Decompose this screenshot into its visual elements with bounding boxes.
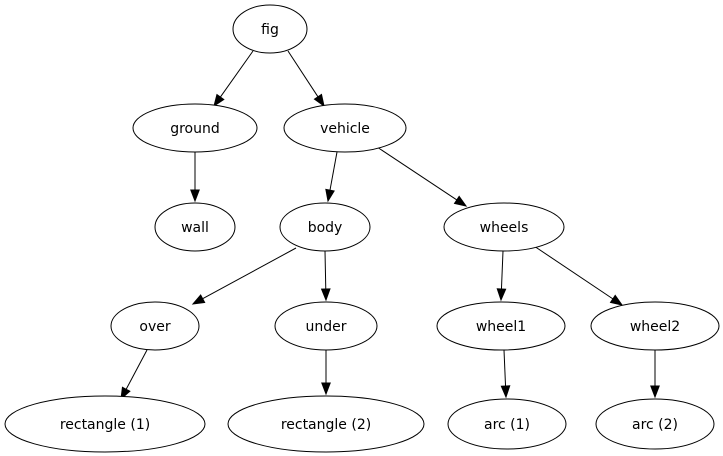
node-ellipse[interactable] [283,103,407,153]
node-ellipse[interactable] [110,301,200,351]
node-ellipse[interactable] [132,103,258,153]
node-ellipse[interactable] [232,4,308,54]
edges-layer [120,50,660,401]
edge-line [503,349,507,387]
graph-node-arc2[interactable]: arc (2) [595,398,715,450]
edge-arrowhead-icon [313,93,325,108]
graph-node-wheel2[interactable]: wheel2 [590,301,720,351]
edge-arrowhead-icon [650,385,660,399]
edge-arrowhead-icon [496,288,507,302]
edge-arrowhead-icon [453,195,468,207]
edge-line [376,146,458,201]
graph-edge [533,245,624,306]
node-ellipse[interactable] [590,301,720,351]
graph-node-body[interactable]: body [279,202,371,252]
edge-arrowhead-icon [190,189,200,203]
graph-node-wall[interactable]: wall [154,202,236,252]
node-ellipse[interactable] [4,395,206,453]
graph-edge [376,146,468,207]
nodes-layer: fig ground vehicle wall body wheels over under w… [4,4,720,453]
graph-node-fig[interactable]: fig [232,4,308,54]
node-ellipse[interactable] [227,395,425,453]
edge-line [287,50,319,98]
edge-line [500,250,504,290]
graph-node-wheels[interactable]: wheels [443,202,565,252]
node-ellipse[interactable] [595,398,715,450]
graph-node-rectangle2[interactable]: rectangle (2) [227,395,425,453]
node-ellipse[interactable] [279,202,371,252]
edge-arrowhead-icon [213,93,225,108]
graph-edge [496,250,507,302]
edge-line [219,50,254,98]
graph-edge [120,349,148,401]
edge-line [324,250,327,290]
edge-arrowhead-icon [325,188,335,203]
edge-arrowhead-icon [609,294,624,306]
graph-node-arc1[interactable]: arc (1) [447,398,567,450]
node-ellipse[interactable] [274,301,378,351]
node-ellipse[interactable] [436,301,566,351]
graph-node-over[interactable]: over [110,301,200,351]
graph-edge [500,349,511,399]
graph-edge [287,50,325,108]
graph-edge [325,151,338,203]
graph-edge [213,50,254,108]
graph-node-vehicle[interactable]: vehicle [283,103,407,153]
node-ellipse[interactable] [154,202,236,252]
edge-arrowhead-icon [320,288,331,302]
node-ellipse[interactable] [443,202,565,252]
edge-arrowhead-icon [500,385,511,399]
edge-arrowhead-icon [321,382,331,396]
graph-edge [321,350,331,396]
graph-edge [191,247,297,305]
graph-node-under[interactable]: under [274,301,378,351]
edge-line [533,245,614,300]
graph-edge [190,152,200,203]
graph-node-rectangle1[interactable]: rectangle (1) [4,395,206,453]
graph-node-ground[interactable]: ground [132,103,258,153]
graph-edge [320,250,331,302]
graph-node-wheel1[interactable]: wheel1 [436,301,566,351]
node-ellipse[interactable] [447,398,567,450]
edge-line [329,151,338,191]
graph-edge [650,350,660,399]
edge-line [125,349,148,390]
edge-arrowhead-icon [191,294,206,305]
edge-line [202,247,297,300]
